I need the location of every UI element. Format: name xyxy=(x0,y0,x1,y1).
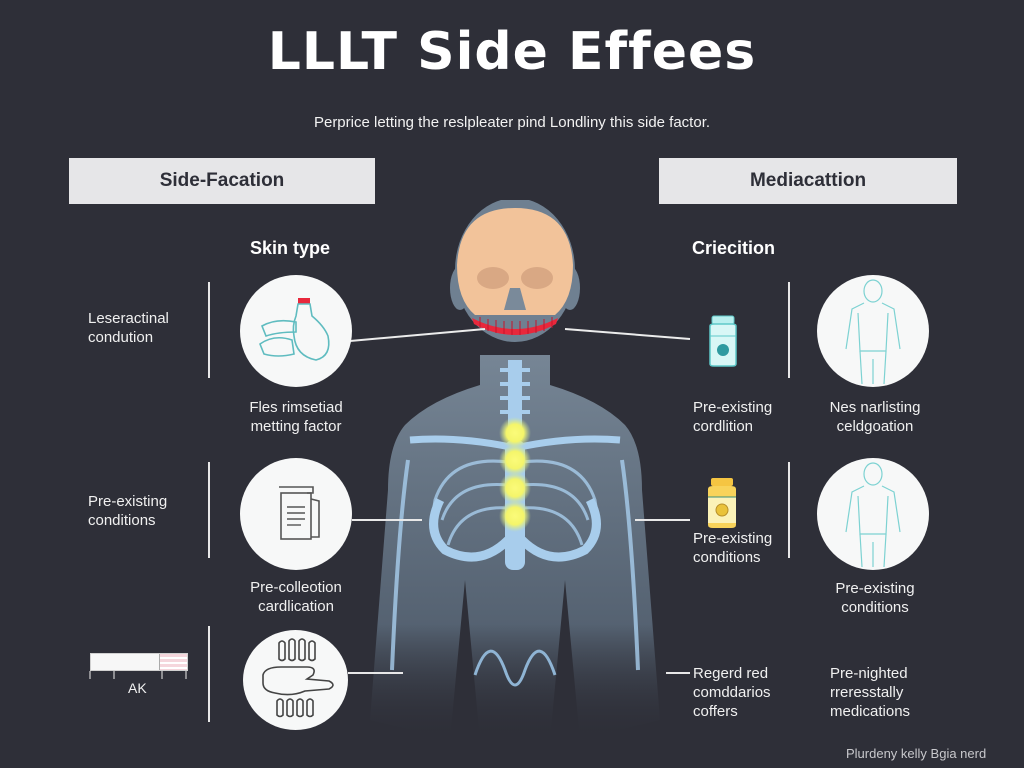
right-row3-label: Regerd red comddarios coffers xyxy=(693,665,771,720)
left-row2-divider xyxy=(208,462,210,558)
left-row1-label: Leseractinal condution xyxy=(88,310,169,346)
hand-bottle-icon xyxy=(240,275,352,387)
right-section-label: Criecition xyxy=(692,238,776,258)
left-row1-caption: Fles rimsetiad metting factor xyxy=(249,399,343,435)
left-row2-connector xyxy=(352,519,422,521)
right-row2-connector xyxy=(635,519,690,521)
left-row3-connector xyxy=(348,672,403,674)
glow-node-3 xyxy=(499,472,531,504)
left-row2-caption: Pre-colleotion cardlication xyxy=(250,579,342,615)
right-row2-caption: Pre-existing conditions xyxy=(835,580,915,616)
right-row3-connector xyxy=(666,672,690,674)
yellow-medicine-jar-icon xyxy=(705,477,739,529)
jaw-connector-lines xyxy=(350,328,691,342)
left-row1-divider xyxy=(208,282,210,378)
page-title: LLLT Side Effees xyxy=(267,22,757,82)
left-section-label: Skin type xyxy=(250,238,331,258)
left-row2-label: Pre-existing conditions xyxy=(88,493,168,529)
scale-label: AK xyxy=(128,680,147,696)
right-row2-label: Pre-existing conditions xyxy=(693,530,773,566)
scale-bar xyxy=(90,653,188,671)
left-panel-header: Side-Facation xyxy=(69,158,375,204)
right-row2-divider xyxy=(788,462,790,558)
right-row1-label: Pre-existing cordlition xyxy=(693,399,773,435)
left-row3-divider xyxy=(208,626,210,722)
page-subtitle: Perprice letting the reslpleater pind Lo… xyxy=(313,114,711,131)
right-row1-caption: Nes narlisting celdgoation xyxy=(829,399,921,435)
document-icon xyxy=(240,458,352,570)
footer-credit: Plurdeny kelly Bgia nerd xyxy=(846,746,987,761)
glow-node-4 xyxy=(499,500,531,532)
hand-outline-icon xyxy=(243,630,348,730)
skeleton-body-figure xyxy=(370,200,660,740)
right-panel-header: Mediacattion xyxy=(659,158,957,204)
right-row1-divider xyxy=(788,282,790,378)
body-outline-icon-2 xyxy=(817,458,929,570)
body-outline-icon-1 xyxy=(817,275,929,387)
glow-node-2 xyxy=(499,444,531,476)
teal-medicine-jar-icon xyxy=(706,314,740,368)
scale-ticks xyxy=(89,671,187,679)
glow-node-1 xyxy=(499,417,531,449)
right-row3-caption: Pre-nighted rreresstally medications xyxy=(830,665,911,720)
